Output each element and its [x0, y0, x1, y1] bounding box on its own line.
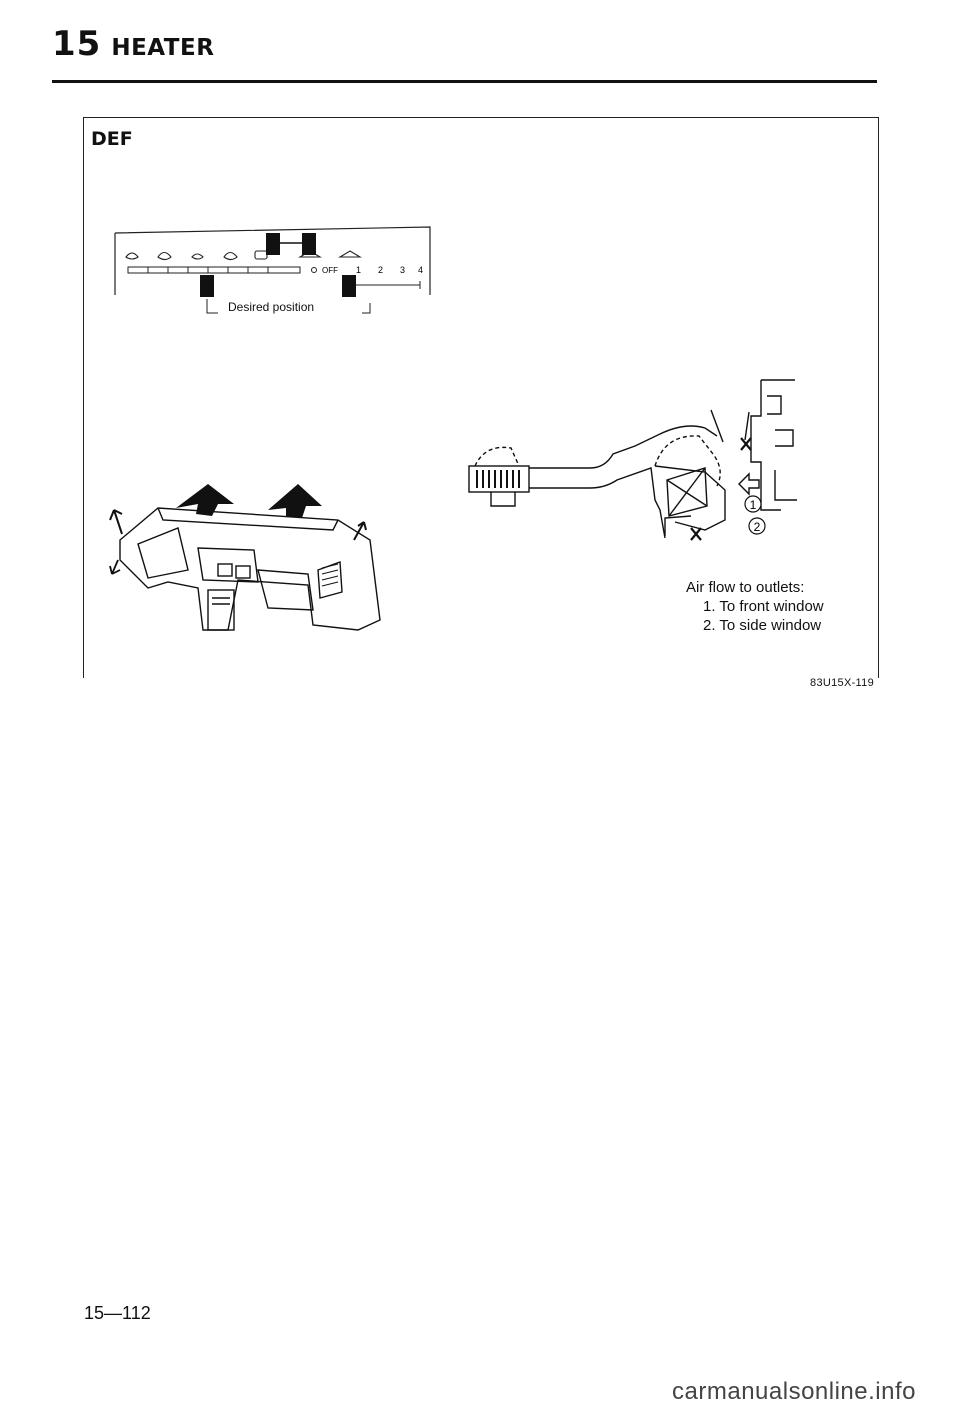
legend-title: Air flow to outlets:: [686, 579, 805, 596]
section-title: HEATER: [111, 35, 215, 61]
footer-watermark: carmanualsonline.info: [672, 1378, 916, 1405]
dashboard-illustration: [109, 484, 381, 631]
desired-position-label: Desired position: [228, 300, 315, 314]
fan-off-label: OFF: [322, 266, 338, 275]
airflow-arrow-side-left: [109, 509, 123, 535]
legend-item: 2. To side window: [703, 617, 822, 634]
page-number: 15—112: [84, 1303, 151, 1323]
svg-text:1: 1: [750, 498, 757, 512]
header-rule: [52, 80, 877, 83]
airflow-direction-arrow: [738, 472, 760, 496]
airflow-arrow-windshield: [176, 484, 234, 516]
fan-speed-label: 2: [378, 265, 383, 275]
fan-speed-label: 4: [418, 265, 423, 275]
fan-speed-label: 3: [400, 265, 405, 275]
section-header: 15 HEATER: [52, 24, 214, 64]
fan-speed-label: 1: [356, 265, 361, 275]
temperature-lever-knob: [200, 275, 214, 297]
mode-label: DEF: [91, 128, 133, 150]
figure-panel: [83, 117, 879, 678]
callout-1: 1: [744, 495, 762, 513]
blower-unit: [468, 465, 530, 493]
mode-icons: [125, 250, 362, 261]
desired-bracket-left: [206, 299, 218, 314]
control-panel-illustration: OFF 1 2 3 4: [114, 226, 431, 314]
airflow-arrow-windshield: [268, 484, 322, 518]
fan-icon: [311, 267, 317, 273]
closed-outlet-marker: [690, 437, 752, 541]
duct-damper-illustration: 1 2: [468, 379, 797, 541]
desired-bracket-right: [362, 303, 371, 314]
mode-lever-knob: [266, 233, 316, 255]
legend-item: 1. To front window: [703, 598, 824, 615]
callout-2: 2: [748, 517, 766, 535]
fan-lever-knob: [342, 275, 421, 297]
airflow-arrow-side-right: [353, 521, 367, 541]
temperature-slide-bar: [127, 266, 301, 274]
figure-code: 83U15X-119: [810, 677, 874, 689]
section-number: 15: [52, 24, 102, 64]
svg-text:2: 2: [754, 520, 761, 534]
airflow-arrow-down: [109, 559, 121, 575]
airflow-legend: Air flow to outlets: 1. To front window …: [686, 578, 824, 635]
